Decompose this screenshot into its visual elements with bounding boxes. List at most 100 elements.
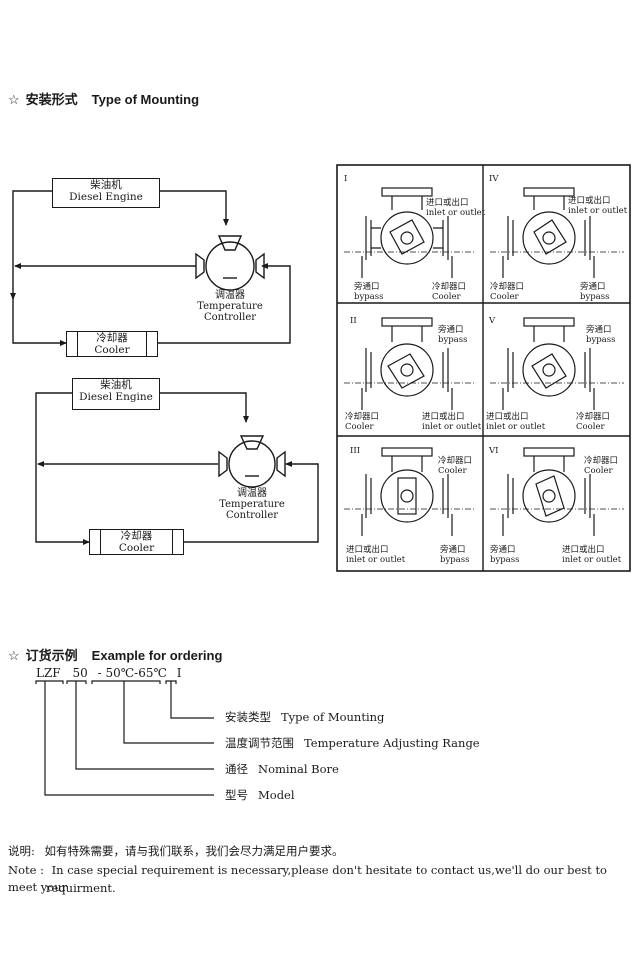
top-cooler-box: 冷却器 Cooler bbox=[66, 331, 158, 357]
panel-4-valve-drawing bbox=[502, 187, 595, 278]
panel-4-port-b-en: Cooler bbox=[490, 291, 519, 302]
bottom-cooler-en: Cooler bbox=[118, 542, 155, 554]
panel-3-valve-drawing bbox=[361, 447, 453, 536]
panel-4-port-c-cn: 旁通口 bbox=[580, 282, 606, 292]
panel-3-numeral: III bbox=[350, 446, 361, 456]
top-controller-en2: Controller bbox=[203, 312, 257, 323]
order-code-model: LZF bbox=[36, 666, 61, 680]
bottom-engine-to-controller-line bbox=[158, 392, 249, 423]
order-row-cn: 型号 bbox=[225, 788, 248, 802]
bottom-diesel-engine-box: 柴油机 Diesel Engine bbox=[72, 378, 160, 410]
ordering-title-en: Example for ordering bbox=[91, 648, 223, 663]
panel-5-port-a-en: bypass bbox=[586, 334, 616, 345]
note-en-text-2: requirment. bbox=[46, 881, 116, 895]
panel-3-port-a-cn: 冷却器口 bbox=[438, 456, 473, 466]
order-row-mount-type: 安装类型 Type of Mounting bbox=[225, 709, 384, 725]
panel-4-port-a-en: inlet or outlet bbox=[568, 205, 628, 216]
panel-2-port-a-en: bypass bbox=[438, 334, 468, 345]
cooler-divider bbox=[100, 530, 101, 554]
order-row-cn: 安装类型 bbox=[225, 710, 271, 724]
note-cn: 说明: 如有特殊需要，请与我们联系，我们会尽力满足用户要求。 bbox=[8, 843, 344, 860]
panel-5-port-b-en: inlet or outlet bbox=[486, 421, 546, 432]
top-controller-label: 调温器 Temperature Controller bbox=[178, 290, 282, 323]
note-en-text-1: In case special requirement is necessary… bbox=[8, 863, 607, 894]
note-en-label: Note : bbox=[8, 863, 44, 877]
panel-1-port-a-en: inlet or outlet bbox=[426, 207, 486, 218]
bottom-cooler-cn: 冷却器 bbox=[120, 530, 153, 542]
top-engine-en: Diesel Engine bbox=[69, 191, 143, 203]
cooler-divider bbox=[77, 332, 78, 356]
order-code-range: - 50℃-65℃ bbox=[97, 666, 167, 680]
order-row-en: Nominal Bore bbox=[258, 762, 339, 776]
top-engine-to-controller-line bbox=[160, 190, 229, 226]
panel-6-port-b-cn: 旁通口 bbox=[490, 545, 516, 555]
order-code-mount: I bbox=[176, 666, 182, 680]
panel-1-port-b-en: bypass bbox=[354, 291, 384, 302]
star-icon: ☆ bbox=[8, 92, 20, 107]
bottom-engine-en: Diesel Engine bbox=[79, 391, 153, 403]
panel-4-numeral: IV bbox=[489, 174, 499, 184]
ordering-title-cn: 订货示例 bbox=[25, 648, 78, 663]
panel-6-port-b-en: bypass bbox=[490, 554, 520, 565]
panel-6-valve-drawing bbox=[502, 447, 595, 536]
panel-3-port-b-cn: 进口或出口 bbox=[346, 545, 389, 555]
panel-1-numeral: I bbox=[344, 174, 348, 184]
top-controller-cn: 调温器 bbox=[215, 290, 245, 301]
panel-1-port-c-cn: 冷却器口 bbox=[432, 282, 467, 292]
panel-2-port-c-en: inlet or outlet bbox=[422, 421, 482, 432]
panel-2-numeral: II bbox=[350, 316, 357, 326]
bottom-left-return-line bbox=[35, 392, 90, 545]
top-diesel-engine-box: 柴油机 Diesel Engine bbox=[52, 178, 160, 208]
panel-2-port-b-en: Cooler bbox=[345, 421, 374, 432]
top-cooler-cn: 冷却器 bbox=[96, 332, 128, 344]
top-cooler-return-line bbox=[156, 263, 291, 344]
order-code: LZF 50 - 50℃-65℃ I bbox=[36, 666, 181, 680]
top-controller-en1: Temperature bbox=[197, 301, 263, 312]
panel-3-port-c-cn: 旁通口 bbox=[440, 545, 466, 555]
panel-2-port-c-cn: 进口或出口 bbox=[422, 412, 465, 422]
order-row-en: Temperature Adjusting Range bbox=[304, 736, 480, 750]
panel-1-port-c-en: Cooler bbox=[432, 291, 461, 302]
bottom-engine-cn: 柴油机 bbox=[100, 379, 132, 391]
order-row-en: Type of Mounting bbox=[281, 710, 385, 724]
bottom-controller-cn: 调温器 bbox=[237, 488, 267, 499]
panel-5-numeral: V bbox=[489, 316, 496, 326]
panel-3-port-c-en: bypass bbox=[440, 554, 470, 565]
panel-5-port-b-cn: 进口或出口 bbox=[486, 412, 529, 422]
panel-5-port-c-en: Cooler bbox=[576, 421, 605, 432]
panel-4-port-a-cn: 进口或出口 bbox=[568, 196, 611, 206]
panel-6-port-a-en: Cooler bbox=[584, 465, 613, 476]
panel-6-port-c-cn: 进口或出口 bbox=[562, 545, 605, 555]
panel-5-port-a-cn: 旁通口 bbox=[586, 325, 612, 335]
mounting-title-cn: 安装形式 bbox=[25, 92, 78, 107]
panel-6-port-c-en: inlet or outlet bbox=[562, 554, 622, 565]
bottom-cooler-return-line bbox=[182, 461, 319, 543]
panel-2-port-a-cn: 旁通口 bbox=[438, 325, 464, 335]
panel-2-valve-drawing bbox=[361, 317, 453, 410]
note-en: Note : In case special requirement is ne… bbox=[8, 862, 632, 896]
panel-1-port-a-cn: 进口或出口 bbox=[426, 198, 469, 208]
panel-4-port-b-cn: 冷却器口 bbox=[490, 282, 525, 292]
bottom-controller-en2: Controller bbox=[225, 510, 279, 521]
cooler-divider bbox=[172, 530, 173, 554]
note-cn-label: 说明: bbox=[8, 844, 35, 858]
